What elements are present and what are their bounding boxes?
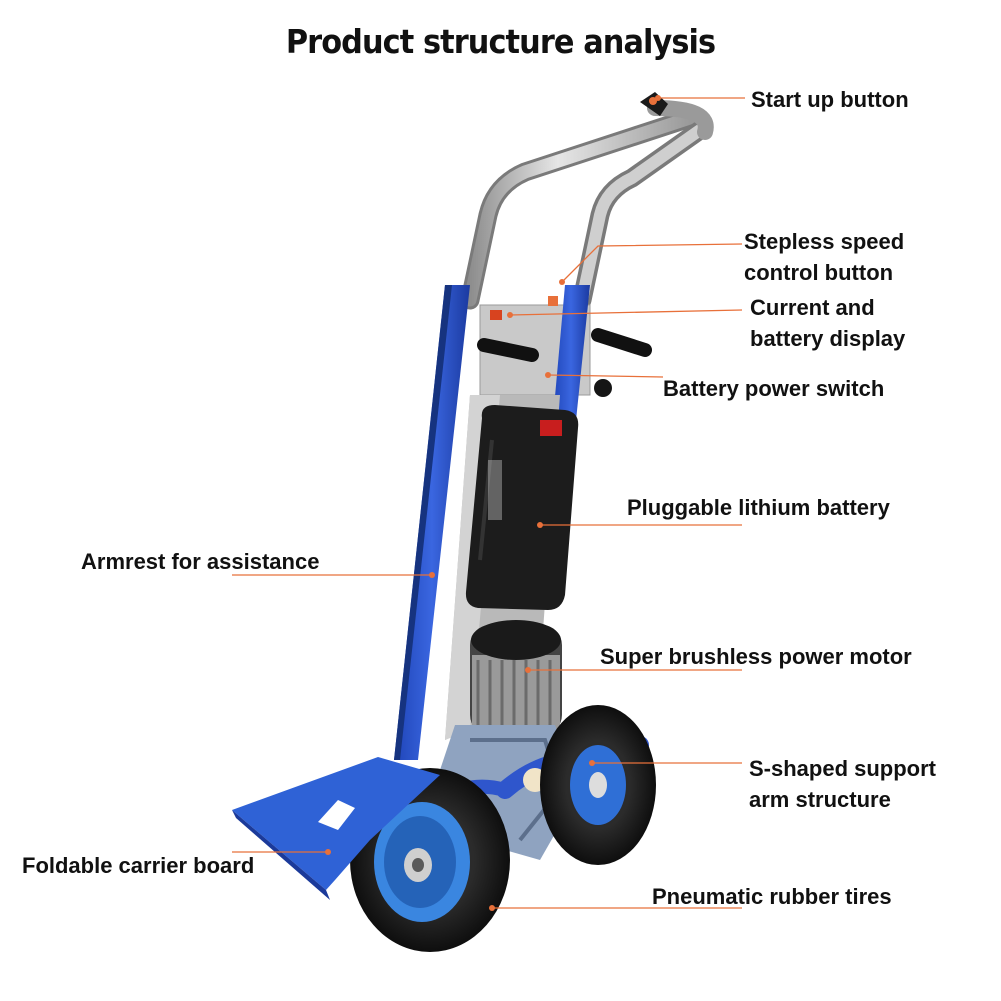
label-s-arm-line1: S-shaped support: [749, 756, 937, 781]
blue-frame-right: [552, 285, 590, 430]
label-pluggable-lithium-battery: Pluggable lithium battery: [627, 495, 890, 520]
label-s-arm-line2: arm structure: [749, 787, 891, 812]
side-grips: [477, 328, 652, 397]
label-start-up-button: Start up button: [751, 87, 909, 112]
label-pneumatic-tires: Pneumatic rubber tires: [652, 884, 892, 909]
leader-dots: [325, 95, 661, 911]
leader-lines: [232, 97, 745, 909]
blue-frame-left: [394, 285, 470, 760]
label-current-display-line2: battery display: [750, 326, 906, 351]
foldable-carrier-board-part: [232, 757, 440, 900]
handle-tube: [460, 100, 714, 310]
label-foldable-carrier-board: Foldable carrier board: [22, 853, 255, 878]
label-brushless-motor: Super brushless power motor: [600, 644, 912, 669]
label-current-display-line1: Current and: [750, 295, 875, 320]
label-battery-power-switch: Battery power switch: [663, 376, 885, 401]
label-stepless-speed-line2: control button: [744, 260, 894, 285]
brushless-motor-part: [470, 620, 562, 735]
rear-tire: [540, 705, 656, 865]
page-title: Product structure analysis: [285, 22, 716, 61]
lithium-battery-part: [465, 405, 579, 610]
label-armrest: Armrest for assistance: [81, 549, 320, 574]
label-stepless-speed-line1: Stepless speed: [744, 229, 905, 254]
